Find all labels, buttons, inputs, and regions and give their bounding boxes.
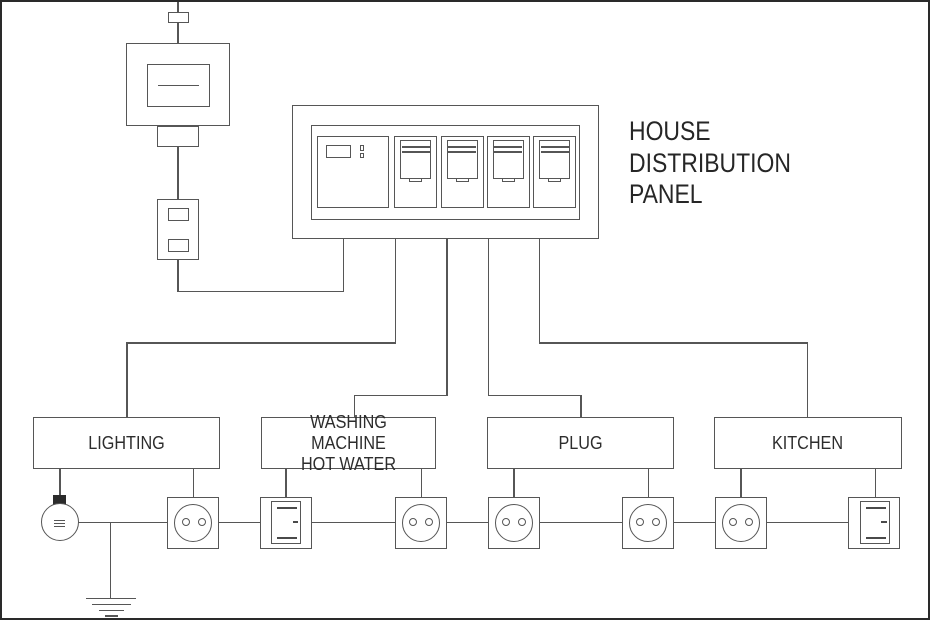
breaker-line [401,151,430,153]
fuse-to-panel-wire [177,259,179,291]
feeder-plug-wire [487,238,489,396]
feeder-kitchen-wire [538,238,540,343]
breaker-line [540,146,569,148]
feeder-lighting-wire [126,342,396,344]
breaker-line [494,151,522,153]
drop-wire [420,468,422,497]
bulb-glass [40,503,79,541]
device-bus-wire [77,521,849,523]
circuit-label: KITCHEN [772,432,844,453]
circuit-label: LIGHTING [88,432,165,453]
breaker-line [401,146,430,148]
feeder-kitchen-wire [806,342,808,418]
service-wire [177,2,179,12]
circuit-label: WASHING MACHINE HOT WATER [300,411,396,474]
feeder-lighting-wire [126,342,128,418]
drop-wire [740,468,742,497]
circuit-box-washing-machine: WASHING MACHINE HOT WATER [260,412,436,474]
indicator-icon [359,152,364,158]
drop-wire [874,468,876,497]
breaker-toggle [409,177,422,182]
feeder-plug-wire [580,394,582,418]
diagram-title: HOUSE DISTRIBUTION PANEL [629,116,791,209]
circuit-box-plug: PLUG [486,417,674,469]
service-connector [167,12,189,23]
fuse-to-panel-wire [342,238,344,292]
breaker-toggle [501,177,515,182]
feeder-kitchen-wire [538,342,808,344]
feeder-plug-wire [487,394,582,396]
feeder-lighting-wire [394,238,397,343]
indicator-icon [359,145,364,151]
feeder-washing-wire [353,394,448,396]
drop-wire [647,468,649,497]
breaker-toggle [455,177,469,182]
breaker-line [540,151,569,153]
breaker-line [448,151,476,153]
ground-wire [109,522,112,598]
drop-wire [513,468,515,497]
service-wire [177,23,179,43]
feeder-washing-wire [446,238,448,396]
fuse-to-panel-wire [177,290,344,292]
breaker-line [448,146,476,148]
meter-base [157,126,199,147]
breaker-line [494,146,522,148]
meter-to-fuse-wire [177,147,179,199]
circuit-box-lighting: LIGHTING [33,417,220,469]
drop-wire [285,468,287,497]
breaker-toggle [548,177,561,182]
drop-wire [59,468,61,495]
fuse-slot [167,208,189,221]
bulb-base [53,494,66,505]
fuse-slot [167,239,189,252]
main-switch-display [326,144,351,158]
drop-wire [192,468,194,497]
meter-display-line [157,84,199,86]
circuit-box-kitchen: KITCHEN [713,417,902,469]
circuit-label: PLUG [558,432,603,453]
feeder-washing-wire [353,394,355,418]
